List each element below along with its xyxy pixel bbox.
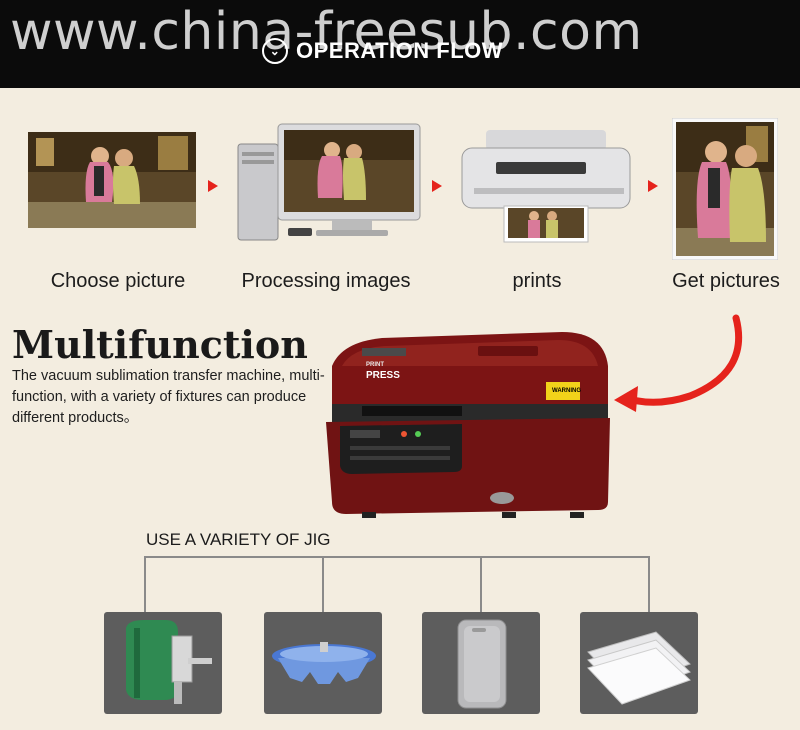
- printed-photo-icon: [671, 117, 779, 261]
- header-bar: www.china-freesub.com ⌄ OPERATION FLOW: [0, 0, 800, 88]
- multifunction-description: The vacuum sublimation transfer machine,…: [12, 368, 325, 426]
- tree-divider: [144, 556, 650, 558]
- multifunction-title: Multifunction: [12, 322, 308, 367]
- tree-divider: [480, 556, 482, 612]
- section-title: ⌄ OPERATION FLOW: [262, 38, 503, 64]
- jig-mug-clamp: [104, 612, 222, 714]
- jig-flat-sheets: [580, 612, 698, 714]
- chevron-down-icon: ⌄: [262, 38, 288, 64]
- watermark-text: www.china-freesub.com: [10, 2, 643, 62]
- step-label-get-pictures: Get pictures: [672, 270, 780, 292]
- jig-plate: [264, 612, 382, 714]
- machine-brand: PRESS: [366, 370, 400, 381]
- plate-jig-icon: [272, 642, 376, 684]
- step-get-pictures-image: [671, 117, 779, 261]
- step-processing-images-image: [236, 122, 422, 246]
- warning-label: WARNING: [552, 388, 581, 394]
- section-title-text: OPERATION FLOW: [296, 38, 504, 63]
- step-label-prints: prints: [512, 270, 562, 292]
- step-label-choose-picture: Choose picture: [50, 270, 186, 292]
- operation-flow: [0, 117, 800, 318]
- curved-arrow-icon: [614, 314, 743, 412]
- step-choose-picture-image: [28, 132, 196, 228]
- flow-arrow-icon: [648, 180, 658, 192]
- tree-divider: [144, 556, 146, 612]
- mug-clamp-icon: [126, 620, 212, 704]
- step-prints-image: [456, 128, 634, 244]
- jig-title: USE A VARIETY OF JIG: [146, 530, 331, 549]
- computer-icon: [237, 123, 421, 241]
- printer-icon: [461, 130, 631, 243]
- heat-press-machine-icon: [326, 332, 610, 518]
- step-label-processing-images: Processing images: [241, 270, 411, 292]
- tree-divider: [648, 556, 650, 612]
- flat-sheets-jig-icon: [587, 631, 691, 705]
- jig-phone-case: [422, 612, 540, 714]
- photo-couple-icon: [28, 132, 196, 228]
- tree-divider: [322, 556, 324, 612]
- flow-arrow-icon: [432, 180, 442, 192]
- heat-press-machine: PRINT PRESS WARNING: [322, 326, 614, 520]
- phone-case-jig-icon: [457, 619, 507, 709]
- machine-brand-small: PRINT: [366, 362, 384, 368]
- flow-arrow-icon: [208, 180, 218, 192]
